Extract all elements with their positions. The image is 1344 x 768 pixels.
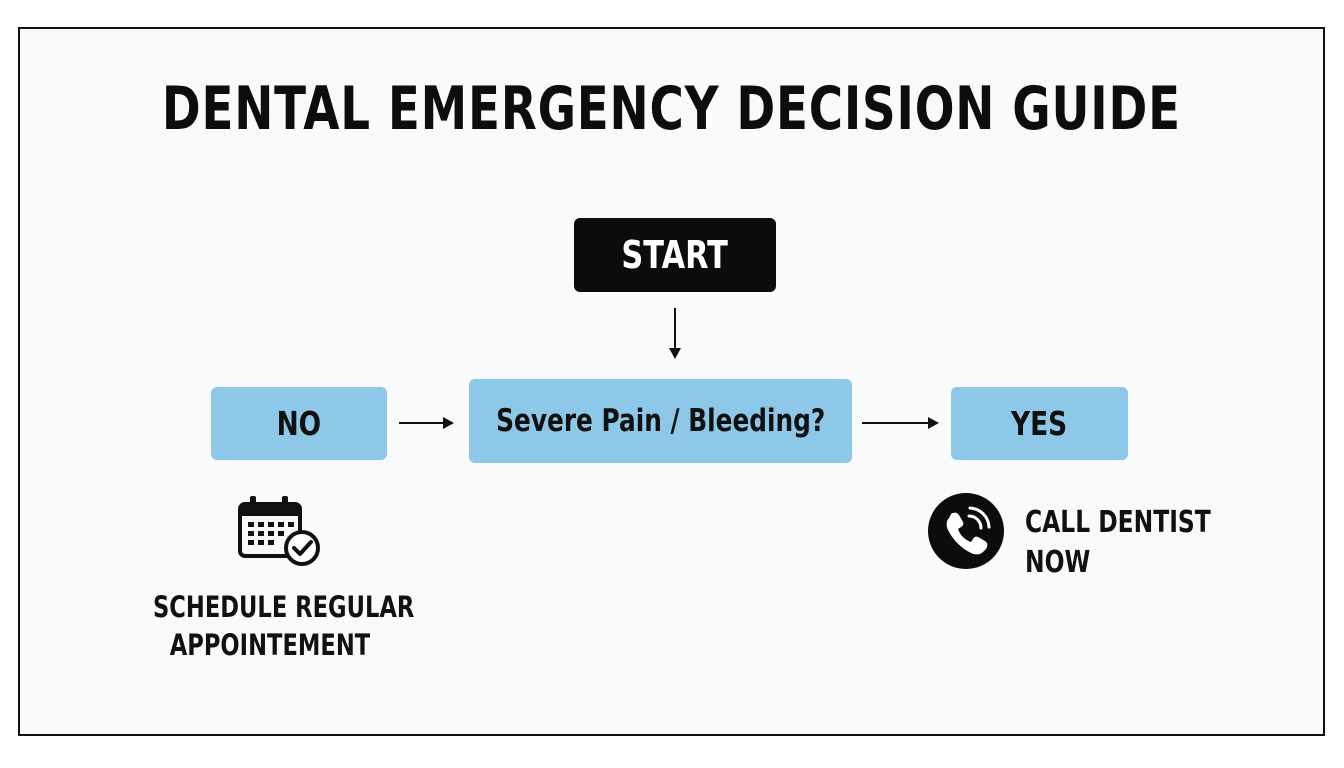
- calendar-check-icon: [238, 496, 320, 566]
- page-title: DENTAL EMERGENCY DECISION GUIDE: [161, 74, 1181, 144]
- no-node-label: NO: [276, 404, 322, 443]
- decision-node: Severe Pain / Bleeding?: [469, 379, 852, 463]
- start-node: START: [574, 218, 776, 292]
- arrow-start-to-question-head: [669, 348, 681, 359]
- yes-node-label: YES: [1011, 404, 1068, 443]
- call-line-2: NOW: [1025, 545, 1091, 580]
- call-dentist-label: CALL DENTIST NOW: [1025, 503, 1211, 583]
- schedule-line-2: APPOINTEMENT: [169, 628, 371, 662]
- yes-node: YES: [951, 387, 1128, 460]
- phone-call-icon: [928, 493, 1004, 569]
- no-node: NO: [211, 387, 387, 460]
- call-line-1: CALL DENTIST: [1025, 505, 1211, 540]
- schedule-appointment-label: SCHEDULE REGULAR APPOINTEMENT: [153, 588, 415, 664]
- arrow-question-to-yes-head: [928, 417, 939, 429]
- schedule-line-1: SCHEDULE REGULAR: [153, 590, 415, 624]
- arrow-no-to-question-head: [443, 417, 454, 429]
- start-node-label: START: [621, 233, 729, 277]
- decision-node-label: Severe Pain / Bleeding?: [495, 403, 826, 439]
